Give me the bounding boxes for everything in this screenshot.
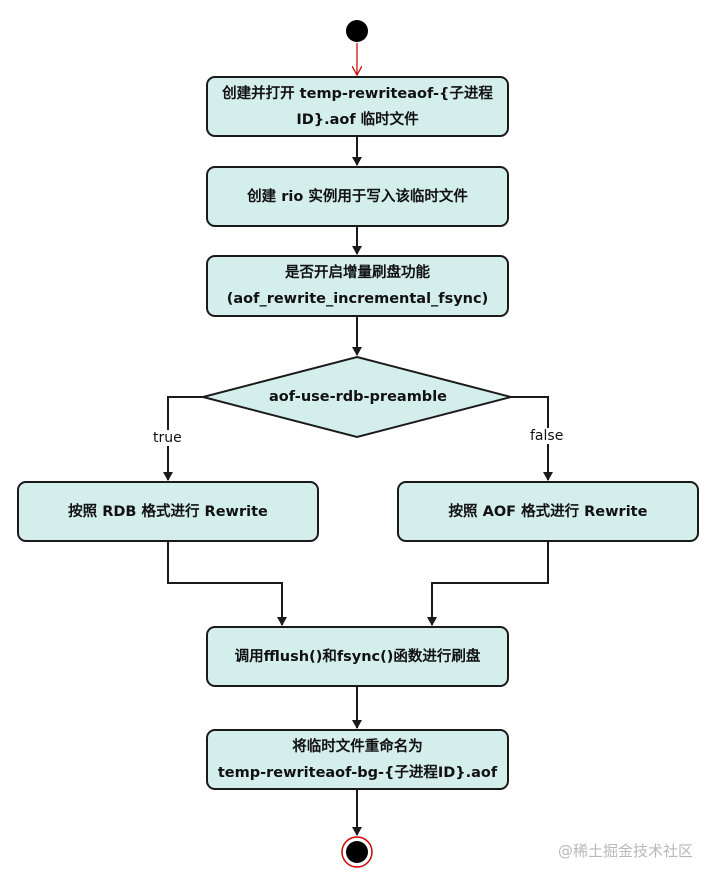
node-create-temp-file-line1: 创建并打开 temp-rewriteaof-{子进程	[222, 85, 493, 102]
edge-rdb-to-flush	[167, 542, 287, 626]
edge-false-branch	[511, 396, 553, 481]
node-aof-rewrite: 按照 AOF 格式进行 Rewrite	[397, 481, 699, 542]
decision-label: aof-use-rdb-preamble	[269, 389, 447, 405]
node-rename-line2: temp-rewriteaof-bg-{子进程ID}.aof	[217, 764, 498, 781]
node-rdb-rewrite-label: 按照 RDB 格式进行 Rewrite	[68, 503, 268, 520]
edge-label-false: false	[528, 428, 566, 444]
node-rdb-rewrite: 按照 RDB 格式进行 Rewrite	[17, 481, 319, 542]
node-rename-line1: 将临时文件重命名为	[292, 738, 423, 755]
node-create-temp-file-line2: ID}.aof 临时文件	[296, 111, 419, 128]
node-create-rio: 创建 rio 实例用于写入该临时文件	[206, 166, 509, 227]
edge-label-true: true	[151, 430, 184, 446]
node-incremental-fsync-line1: 是否开启增量刷盘功能	[285, 265, 430, 281]
node-incremental-fsync-line2: (aof_rewrite_incremental_fsync)	[226, 291, 489, 307]
node-aof-rewrite-label: 按照 AOF 格式进行 Rewrite	[448, 503, 648, 520]
edge-aof-to-flush	[427, 542, 549, 626]
end-node-core	[346, 841, 368, 863]
node-create-temp-file: 创建并打开 temp-rewriteaof-{子进程 ID}.aof 临时文件	[206, 76, 509, 137]
node-flush-label: 调用fflush()和fsync()函数进行刷盘	[234, 648, 481, 665]
start-node	[346, 20, 368, 42]
node-create-rio-label: 创建 rio 实例用于写入该临时文件	[247, 188, 468, 205]
node-incremental-fsync: 是否开启增量刷盘功能 (aof_rewrite_incremental_fsyn…	[206, 255, 509, 317]
node-flush: 调用fflush()和fsync()函数进行刷盘	[206, 626, 509, 687]
edge-true-branch	[163, 396, 203, 481]
decision-diamond	[199, 355, 515, 439]
node-rename: 将临时文件重命名为 temp-rewriteaof-bg-{子进程ID}.aof	[206, 729, 509, 790]
watermark: @稀土掘金技术社区	[557, 842, 693, 860]
